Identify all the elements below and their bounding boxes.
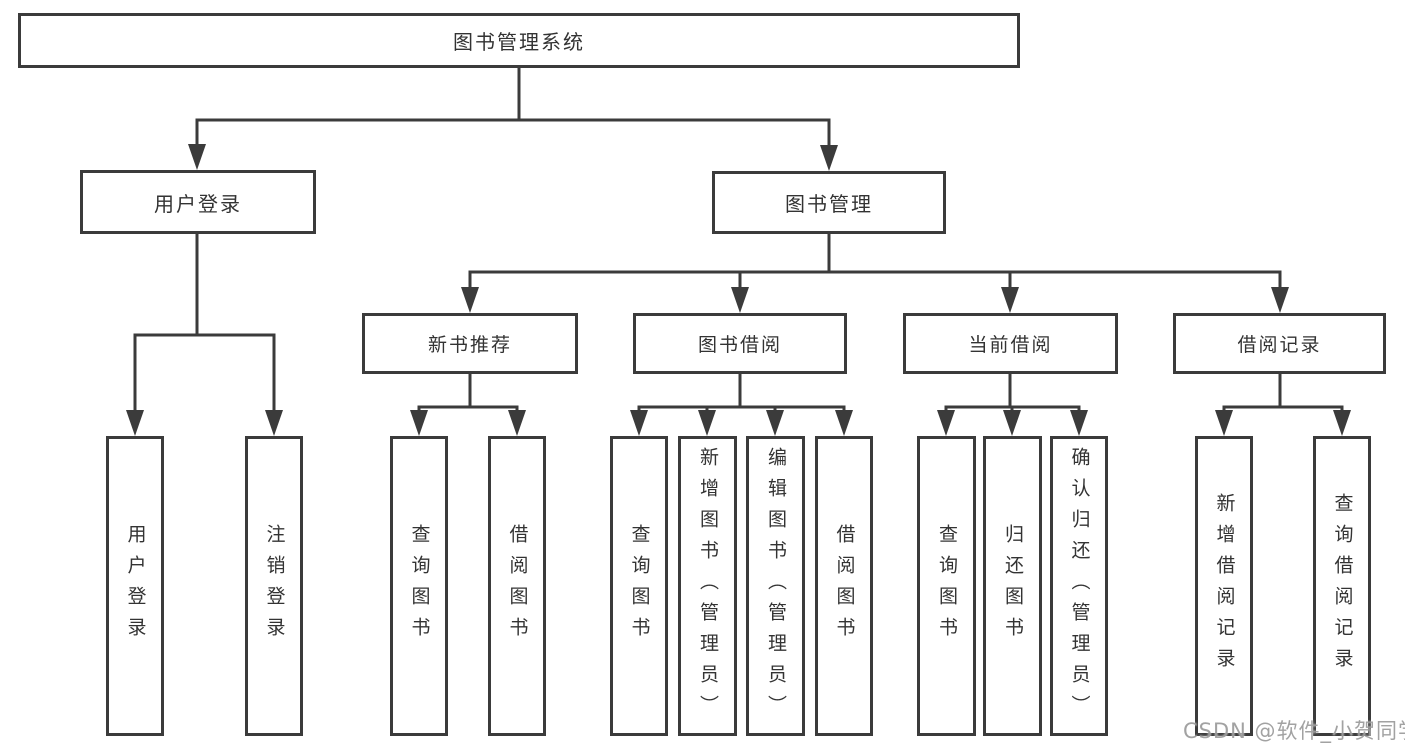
arrow-down-icon [410,410,428,436]
node-label: 图书借阅 [697,334,782,356]
node-label: 查询图书 [936,524,958,648]
arrow-down-icon [508,410,526,436]
leaf-borrow-book: 借阅图书 [488,436,546,736]
leaf-query-books: 查询图书 [390,436,448,736]
arrow-down-icon [1271,287,1289,313]
connector-current-to-leaves [937,371,1088,436]
arrow-down-icon [937,410,955,436]
node-label: 借阅图书 [833,524,856,648]
node-user-login: 用户登录 [80,170,316,234]
leaf-add-book-admin: 新增图书（管理员） [678,436,737,736]
leaf-return-book: 归还图书 [983,436,1042,736]
csdn-watermark: CSDN @软件_小贺同学 [1183,719,1405,743]
arrow-down-icon [265,410,283,436]
leaf-edit-book-admin: 编辑图书（管理员） [746,436,805,736]
connector-mgmt-to-level3 [461,231,1289,313]
leaf-query-books: 查询图书 [610,436,668,736]
arrow-down-icon [698,410,716,436]
node-label: 确认归还（管理员） [1068,446,1091,726]
leaf-user-login: 用户登录 [106,436,164,736]
node-label: 查询图书 [628,524,651,648]
leaf-add-borrow-record: 新增借阅记录 [1195,436,1253,736]
connector-newbook-to-leaves [410,371,526,436]
node-label: 新书推荐 [427,334,512,356]
connector-records-to-leaves [1215,371,1351,436]
arrow-down-icon [630,410,648,436]
arrow-down-icon [766,410,784,436]
node-root-system: 图书管理系统 [18,13,1020,68]
leaf-query-books: 查询图书 [917,436,976,736]
arrow-down-icon [1001,287,1019,313]
node-label: 新增借阅记录 [1213,493,1236,679]
node-label: 借阅图书 [506,524,529,648]
leaf-logout: 注销登录 [245,436,303,736]
node-label: 用户登录 [154,191,242,216]
arrow-down-icon [461,287,479,313]
arrow-down-icon [188,144,206,170]
node-label: 归还图书 [1002,524,1024,648]
node-label: 用户登录 [124,524,147,648]
node-book-borrow: 图书借阅 [633,313,847,374]
connector-root-to-level2 [188,66,838,171]
node-label: 图书管理 [785,192,873,216]
node-label: 图书管理系统 [453,30,585,54]
node-current-borrow: 当前借阅 [903,313,1118,374]
node-borrow-records: 借阅记录 [1173,313,1386,374]
arrow-down-icon [1215,410,1233,436]
node-label: 查询借阅记录 [1331,493,1354,679]
leaf-confirm-return-admin: 确认归还（管理员） [1050,436,1108,736]
node-label: 新增图书（管理员） [697,446,719,726]
node-label: 查询图书 [408,524,431,648]
leaf-borrow-book: 借阅图书 [815,436,873,736]
arrow-down-icon [1070,410,1088,436]
arrow-down-icon [731,287,749,313]
connector-borrow-to-leaves [630,371,853,436]
arrow-down-icon [1333,410,1351,436]
arrow-down-icon [1003,410,1021,436]
node-label: 注销登录 [263,524,286,648]
node-label: 当前借阅 [968,334,1053,356]
arrow-down-icon [835,410,853,436]
node-label: 编辑图书（管理员） [765,446,787,726]
leaf-query-borrow-record: 查询借阅记录 [1313,436,1371,736]
node-label: 借阅记录 [1237,334,1322,356]
node-new-book-recommend: 新书推荐 [362,313,578,374]
arrow-down-icon [820,145,838,171]
arrow-down-icon [126,410,144,436]
connector-login-to-leaves [126,231,283,436]
node-book-management: 图书管理 [712,171,946,234]
